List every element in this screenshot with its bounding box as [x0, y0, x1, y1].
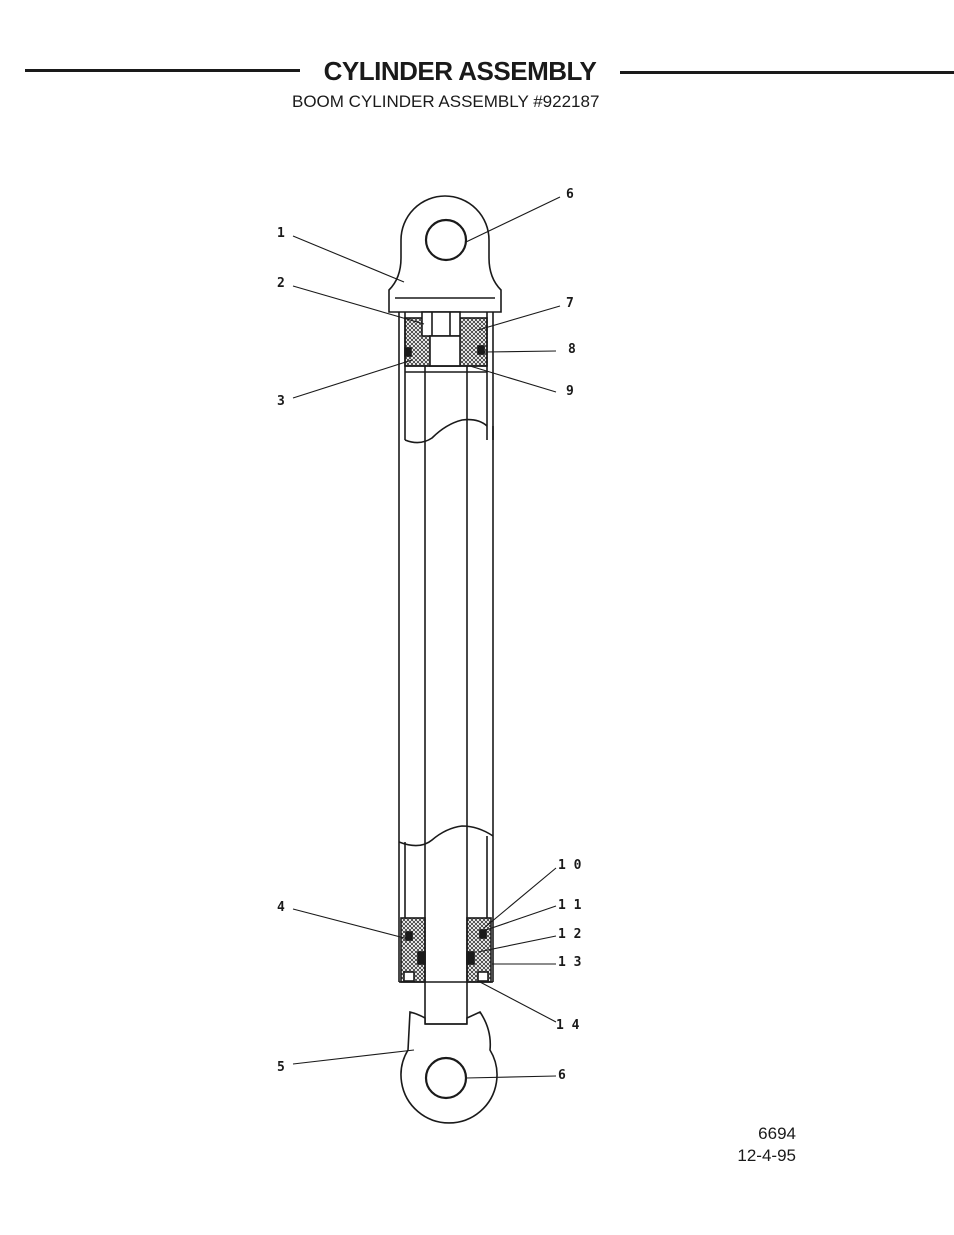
callout-6-top: 6: [566, 187, 574, 202]
header-rule-left: [25, 69, 303, 72]
callout-6-bottom: 6: [558, 1068, 566, 1083]
wiper-left: [403, 971, 415, 982]
callout-10: 1 0: [558, 858, 582, 873]
header-rule-right: [612, 71, 954, 74]
drawing-number: 6694: [758, 1124, 796, 1143]
callout-12: 1 2: [558, 927, 581, 942]
callout-14: 1 4: [556, 1018, 580, 1033]
bottom-pin-hole: [424, 1056, 468, 1100]
gland-seal-right-1: [479, 929, 487, 939]
gland-seal-left-2: [417, 951, 426, 965]
piston-seal-left: [404, 347, 412, 357]
callout-2: 2: [277, 276, 285, 291]
piston-seal-right: [477, 345, 485, 355]
callout-11: 1 1: [558, 898, 582, 913]
break-lower: [398, 825, 494, 847]
callout-7: 7: [566, 296, 574, 311]
barrel-upper: [398, 312, 494, 440]
top-pin-hole: [424, 218, 468, 262]
break-upper: [404, 418, 488, 444]
callout-13: 1 3: [558, 955, 581, 970]
wiper-right: [477, 971, 489, 982]
gland-seal-left-1: [405, 931, 413, 941]
gland-seal-right-2: [466, 951, 475, 965]
page-title: CYLINDER ASSEMBLY: [300, 56, 620, 87]
piston-nut: [421, 311, 461, 337]
drawing-date: 12-4-95: [737, 1146, 796, 1165]
callout-3: 3: [277, 394, 285, 409]
callout-1: 1: [277, 226, 285, 241]
callout-8: 8: [568, 342, 576, 357]
page-subtitle: BOOM CYLINDER ASSEMBLY #922187: [292, 92, 600, 111]
callout-5: 5: [277, 1060, 285, 1075]
callout-4: 4: [277, 900, 285, 915]
callout-9: 9: [566, 384, 574, 399]
